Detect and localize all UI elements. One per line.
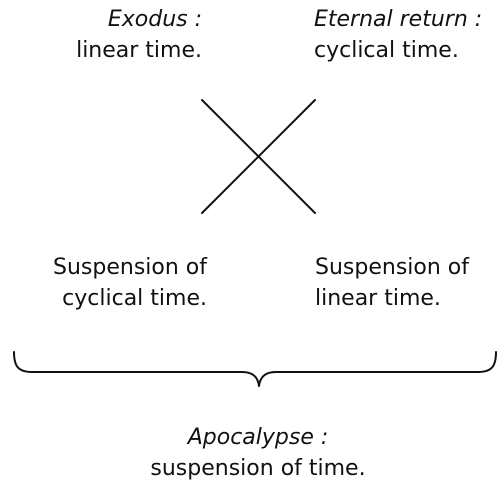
suspension-cyclical-label: Suspension of cyclical time. bbox=[53, 252, 207, 314]
apocalypse-label: Apocalypse : suspension of time. bbox=[0, 422, 502, 484]
cross-line-ascending bbox=[201, 99, 316, 214]
eternal-return-title: Eternal return : bbox=[314, 7, 483, 32]
suspension-linear-line1: Suspension of bbox=[315, 255, 469, 280]
suspension-linear-label: Suspension of linear time. bbox=[315, 252, 469, 314]
grouping-brace bbox=[13, 351, 497, 387]
exodus-title: Exodus : bbox=[107, 7, 202, 32]
suspension-linear-line2: linear time. bbox=[315, 286, 441, 311]
exodus-text: linear time. bbox=[76, 38, 202, 63]
eternal-return-text: cyclical time. bbox=[314, 38, 459, 63]
suspension-cyclical-line2: cyclical time. bbox=[62, 286, 207, 311]
exodus-label: Exodus : linear time. bbox=[76, 4, 202, 66]
suspension-cyclical-line1: Suspension of bbox=[53, 255, 207, 280]
eternal-return-label: Eternal return : cyclical time. bbox=[314, 4, 482, 66]
apocalypse-text: suspension of time. bbox=[150, 456, 366, 481]
apocalypse-title: Apocalypse : bbox=[187, 425, 329, 450]
